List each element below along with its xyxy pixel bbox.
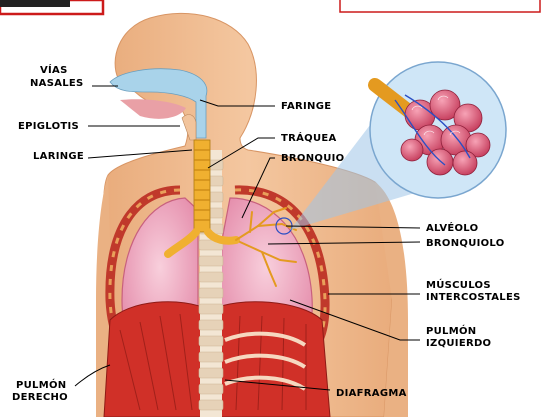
label-epiglotis: EPIGLOTIS	[18, 121, 79, 132]
top-right-frame	[340, 0, 540, 12]
label-pulmon-izquierdo-1: PULMÓN	[426, 324, 476, 337]
epiglottis-shape	[182, 115, 196, 140]
label-vias: VÍAS	[40, 63, 68, 76]
alveolus-zoom	[370, 62, 506, 198]
label-musculos: MÚSCULOS	[426, 278, 491, 291]
top-left-frame	[0, 0, 103, 14]
label-bronquio: BRONQUIO	[281, 153, 344, 164]
label-faringe: FARINGE	[281, 101, 331, 112]
label-bronquiolo: BRONQUIOLO	[426, 238, 505, 249]
label-pulmon-derecho-2: DERECHO	[12, 392, 68, 403]
label-diafragma: DIAFRAGMA	[336, 388, 407, 399]
label-pulmon-izquierdo-2: IZQUIERDO	[426, 338, 491, 349]
label-pulmon-derecho-1: PULMÓN	[16, 378, 66, 391]
label-nasales: NASALES	[30, 78, 84, 89]
label-alveolo: ALVÉOLO	[426, 221, 478, 234]
label-traquea: TRÁQUEA	[281, 131, 337, 144]
label-intercostales: INTERCOSTALES	[426, 292, 521, 303]
label-laringe: LARINGE	[33, 151, 84, 162]
